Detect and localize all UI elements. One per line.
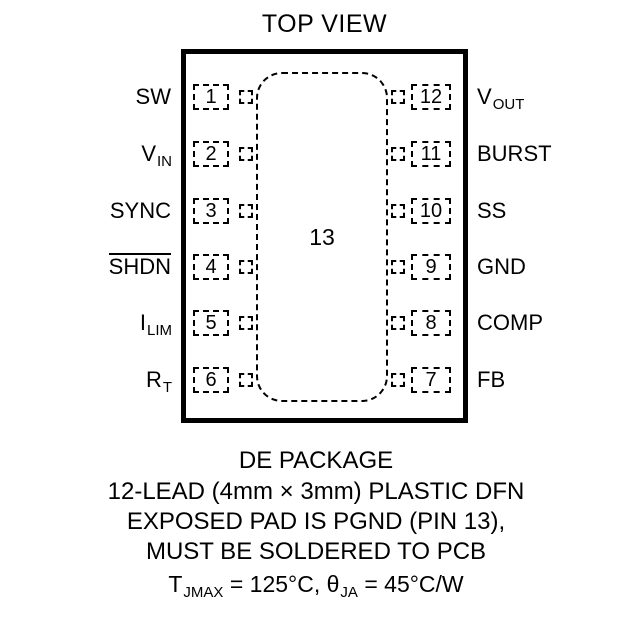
pin-name-subscript: IN bbox=[157, 153, 172, 170]
pin-label-left: SW bbox=[136, 83, 172, 111]
pin-label-left: SHDN bbox=[108, 253, 172, 281]
pin-pad-mark bbox=[391, 316, 405, 330]
pin-pad-mark bbox=[391, 204, 405, 218]
pin-number-box: 5 bbox=[193, 310, 229, 336]
theta-symbol: θ bbox=[326, 571, 340, 597]
pin-name-subscript: OUT bbox=[492, 96, 525, 113]
pin-pad-mark bbox=[239, 147, 253, 161]
pin-pad-mark bbox=[391, 147, 405, 161]
pin-name: V bbox=[141, 141, 156, 166]
pin-name: R bbox=[145, 367, 162, 392]
pin-pad-mark bbox=[391, 373, 405, 387]
pin-number-box: 12 bbox=[411, 84, 451, 110]
pin-pad-mark bbox=[239, 316, 253, 330]
pin-row: ILIM 5 8 COMP bbox=[0, 309, 632, 339]
pin-name: SS bbox=[477, 198, 507, 223]
pin-number-box: 9 bbox=[411, 254, 451, 280]
package-outline bbox=[181, 49, 468, 423]
pin-row: SHDN 4 9 GND bbox=[0, 253, 632, 281]
pin-label-right: SS bbox=[477, 197, 507, 225]
pin-number-box: 11 bbox=[411, 141, 451, 167]
pin-pad-mark bbox=[391, 90, 405, 104]
pin-number-box: 2 bbox=[193, 141, 229, 167]
pin-row: SW 1 12 VOUT bbox=[0, 83, 632, 113]
pin-name: FB bbox=[477, 367, 506, 392]
pin-label-left: VIN bbox=[141, 140, 172, 170]
pin-pad-mark bbox=[239, 260, 253, 274]
pin-row: SYNC 3 10 SS bbox=[0, 197, 632, 225]
package-name: DE PACKAGE bbox=[238, 447, 394, 474]
pin-label-right: BURST bbox=[477, 140, 553, 168]
pin-pad-mark bbox=[239, 373, 253, 387]
pin-label-left: RT bbox=[145, 366, 172, 396]
pin-name-subscript: T bbox=[162, 379, 172, 396]
pin-number-box: 10 bbox=[411, 198, 451, 224]
pin-number-box: 3 bbox=[193, 198, 229, 224]
pin-pad-mark bbox=[391, 260, 405, 274]
exposed-pad-note-2: MUST BE SOLDERED TO PCB bbox=[145, 538, 487, 565]
pin-label-right: VOUT bbox=[477, 83, 525, 113]
exposed-pad-number: 13 bbox=[309, 223, 335, 250]
tjmax-symbol: T bbox=[168, 571, 183, 597]
pin-name-subscript: LIM bbox=[146, 322, 172, 339]
pin-number-box: 4 bbox=[193, 254, 229, 280]
tjmax-subscript: JMAX bbox=[183, 584, 224, 601]
pin-number-box: 1 bbox=[193, 84, 229, 110]
pin-name: V bbox=[477, 84, 492, 109]
pin-row: RT 6 7 FB bbox=[0, 366, 632, 396]
pin-label-left: SYNC bbox=[110, 197, 172, 225]
package-description: 12-LEAD (4mm × 3mm) PLASTIC DFN bbox=[107, 478, 525, 505]
pin-pad-mark bbox=[239, 90, 253, 104]
pin-pad-mark bbox=[239, 204, 253, 218]
pin-name: SYNC bbox=[109, 198, 171, 223]
pin-name: SW bbox=[135, 84, 171, 109]
pin-name: SHDN bbox=[108, 253, 171, 279]
theta-value: = 45°C/W bbox=[357, 571, 464, 597]
pin-label-right: FB bbox=[477, 366, 506, 394]
diagram-title: TOP VIEW bbox=[261, 10, 388, 38]
pin-name: I bbox=[139, 310, 146, 335]
theta-subscript: JA bbox=[340, 584, 358, 601]
pin-name: BURST bbox=[477, 141, 552, 166]
exposed-pad-note-1: EXPOSED PAD IS PGND (PIN 13), bbox=[126, 508, 506, 535]
pin-name: GND bbox=[477, 254, 526, 279]
pin-name: COMP bbox=[477, 310, 543, 335]
exposed-pad: 13 bbox=[256, 72, 388, 402]
pin-label-right: COMP bbox=[477, 309, 544, 337]
pin-number-box: 8 bbox=[411, 310, 451, 336]
pin-row: VIN 2 11 BURST bbox=[0, 140, 632, 170]
tjmax-value: = 125°C, bbox=[223, 571, 327, 597]
pin-number-box: 7 bbox=[411, 367, 451, 393]
pin-number-box: 6 bbox=[193, 367, 229, 393]
thermal-ratings: TJMAX = 125°C, θJA = 45°C/W bbox=[0, 569, 632, 603]
pin-label-left: ILIM bbox=[139, 309, 172, 339]
pin-label-right: GND bbox=[477, 253, 527, 281]
